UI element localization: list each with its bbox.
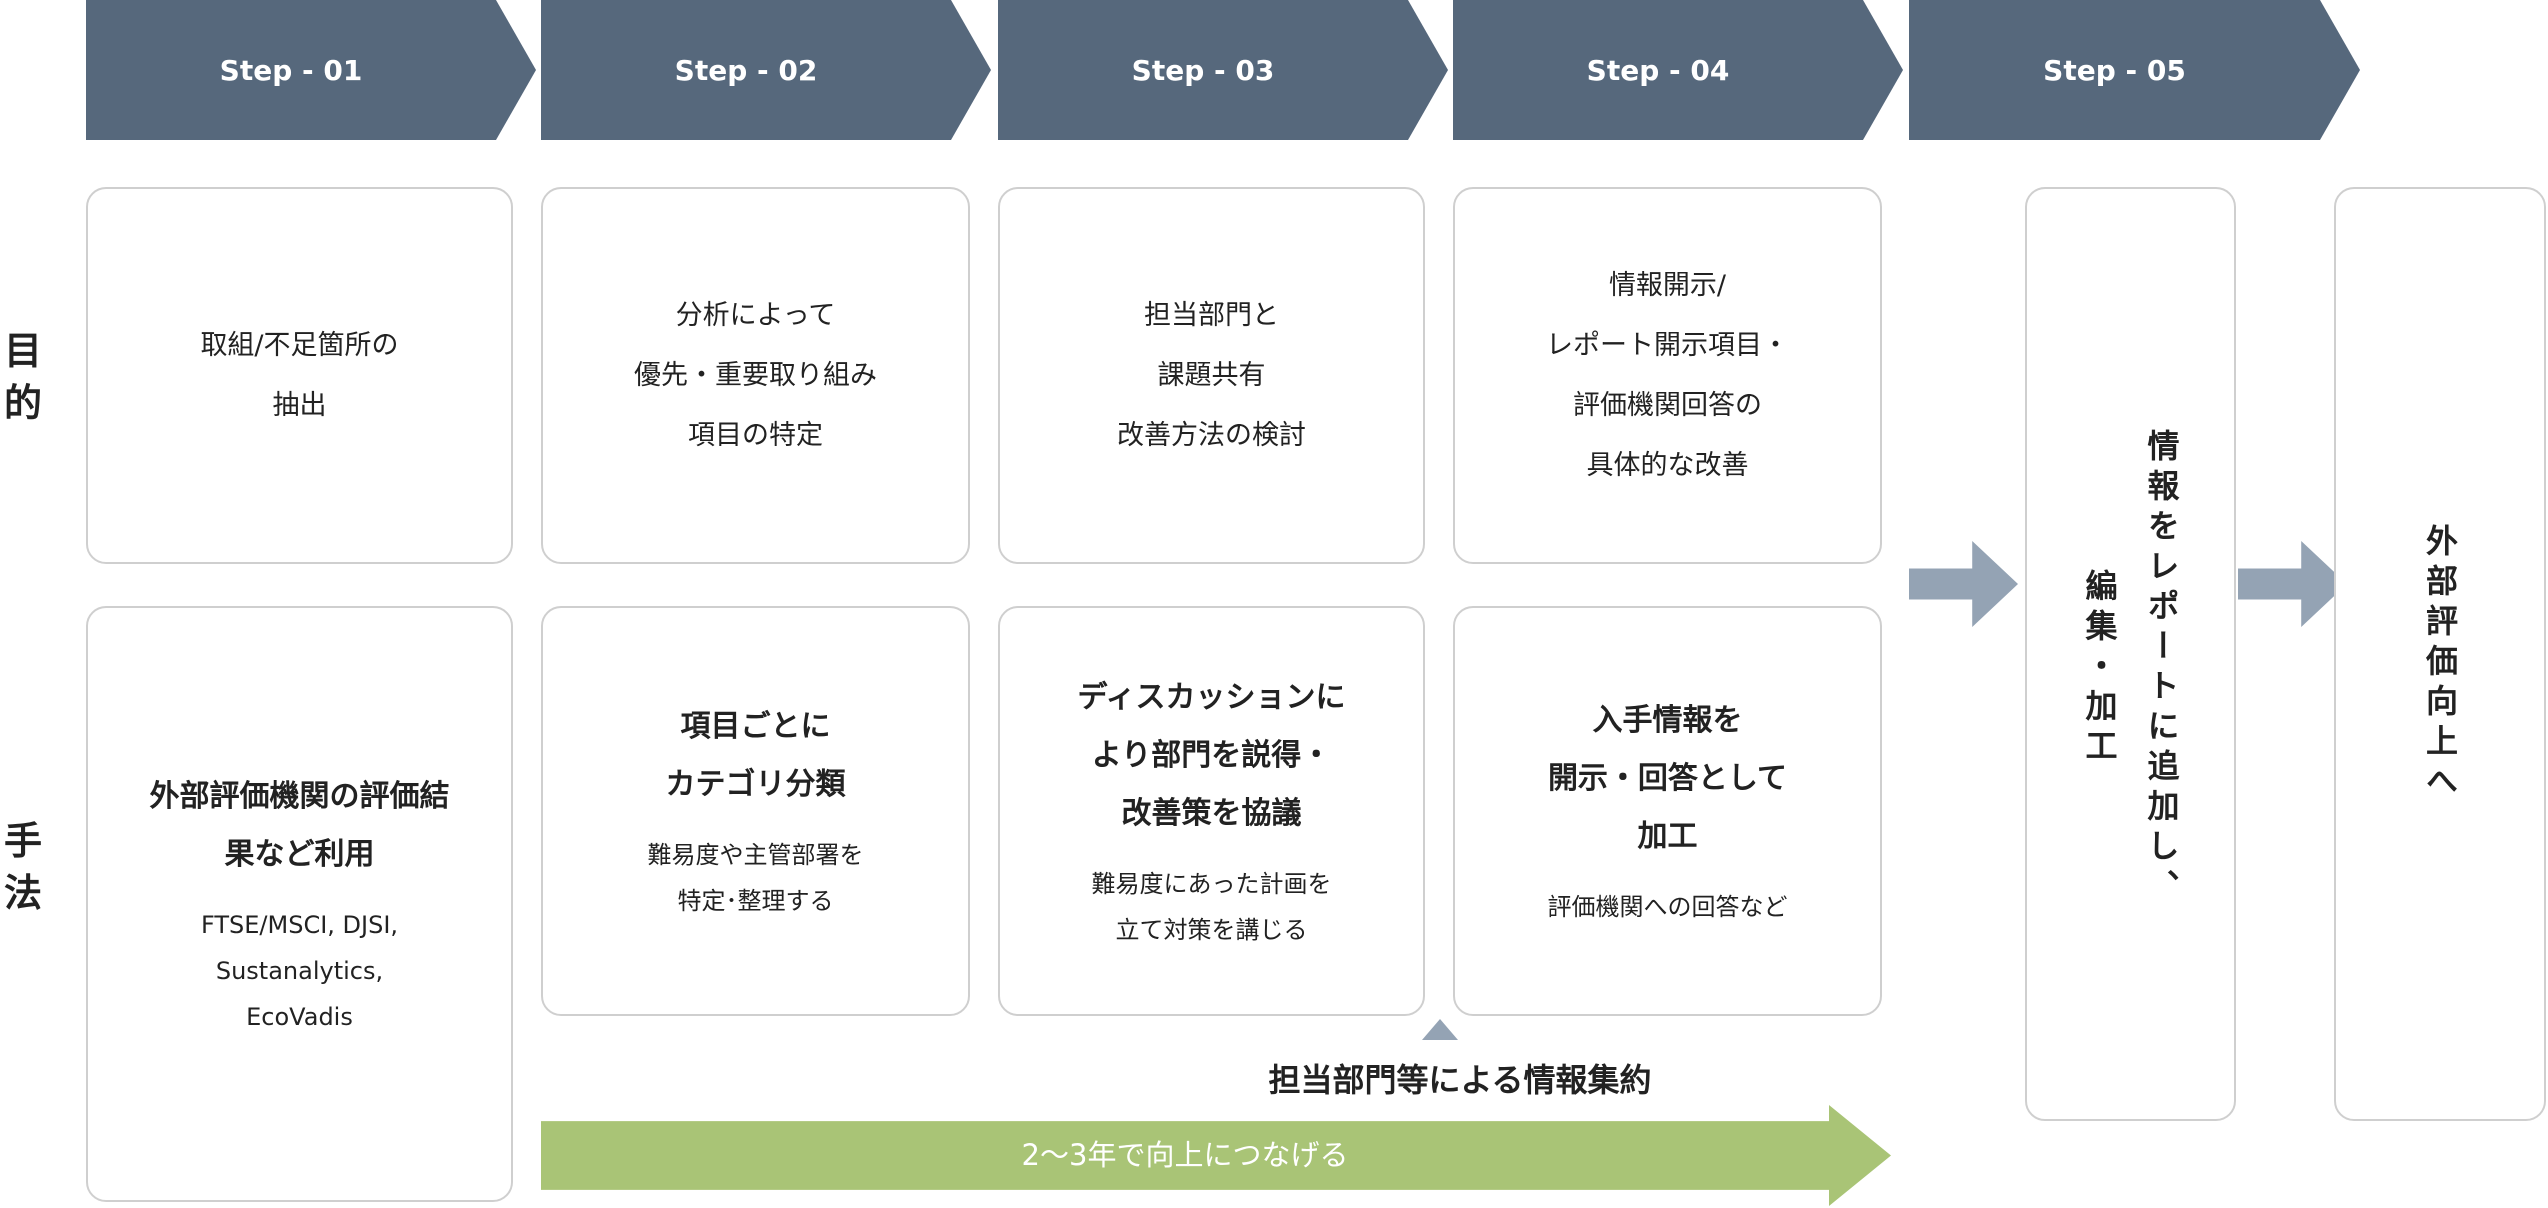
timeline-arrow: 2〜3年で向上につなげる	[541, 1105, 1891, 1206]
method-card-2: 項目ごとにカテゴリ分類 難易度や主管部署を特定･整理する	[541, 606, 970, 1016]
text-line: 入手情報を	[1592, 703, 1743, 738]
text-line: 抽出	[272, 389, 327, 421]
step-02-header: Step - 02	[541, 0, 991, 140]
text-line: 難易度や主管部署を	[647, 841, 864, 869]
text-line: 項目ごとに	[680, 709, 831, 744]
text-line: 外部評価機関の評価結	[149, 779, 450, 814]
purpose-card-4: 情報開示/レポート開示項目・評価機関回答の具体的な改善	[1453, 187, 1882, 564]
text-line: 特定･整理する	[677, 887, 834, 915]
text-line: 評価機関への回答など	[1547, 893, 1788, 921]
method-card-1: 外部評価機関の評価結果など利用 FTSE/MSCI, DJSI, Sustanal…	[86, 606, 513, 1202]
step-05-header: Step - 05	[1909, 0, 2360, 140]
purpose-card-1: 取組/不足箇所の抽出	[86, 187, 513, 564]
text-line: 果など利用	[224, 837, 375, 872]
text-line: 評価機関回答の	[1573, 389, 1762, 421]
triangle-up-icon	[1422, 1019, 1458, 1040]
text-line: 外部評価向上へ	[2421, 524, 2459, 804]
method-card-3: ディスカッションにより部門を説得・改善策を協議 難易度にあった計画を立て対策を講…	[998, 606, 1425, 1016]
text-line: 課題共有	[1157, 359, 1266, 391]
text-line: EcoVadis	[246, 1003, 353, 1031]
text-line: Sustanalytics,	[215, 957, 384, 985]
text-line: 取組/不足箇所の	[200, 329, 399, 361]
step-01-header: Step - 01	[86, 0, 536, 140]
text-line: 改善方法の検討	[1117, 419, 1306, 451]
final-card: 外部評価向上へ	[2334, 187, 2546, 1121]
text-line: 具体的な改善	[1586, 449, 1749, 481]
text-line: ディスカッションに	[1077, 680, 1346, 715]
step-03-header: Step - 03	[998, 0, 1448, 140]
arrow-right-icon	[1909, 541, 2018, 627]
purpose-card-3: 担当部門と課題共有改善方法の検討	[998, 187, 1425, 564]
text-line: 担当部門と	[1144, 299, 1279, 331]
text-line: 項目の特定	[688, 419, 823, 451]
text-line: 情報をレポートに追加し、	[2142, 429, 2181, 909]
text-line: 難易度にあった計画を	[1091, 870, 1332, 898]
purpose-card-2: 分析によって優先・重要取り組み項目の特定	[541, 187, 970, 564]
text-line: カテゴリ分類	[665, 767, 846, 802]
row-label-purpose: 目的	[4, 329, 43, 425]
timeline-label: 2〜3年で向上につなげる	[1021, 1138, 1349, 1172]
text-line: 立て対策を講じる	[1115, 916, 1308, 944]
text-line: 情報開示/	[1608, 269, 1727, 301]
text-line: より部門を説得・	[1091, 738, 1332, 773]
text-line: 改善策を協議	[1121, 796, 1302, 831]
collect-label: 担当部門等による情報集約	[1268, 1061, 1652, 1099]
text-line: 編集・加工	[2080, 569, 2119, 769]
text-line: 優先・重要取り組み	[634, 359, 877, 391]
text-line: 加工	[1637, 819, 1698, 854]
step-04-header: Step - 04	[1453, 0, 1903, 140]
arrow-right-icon	[2238, 541, 2347, 627]
text-line: 開示・回答として	[1547, 761, 1788, 796]
row-label-method: 手法	[4, 819, 43, 915]
text-line: レポート開示項目・	[1546, 329, 1789, 361]
step5-card: 情報をレポートに追加し、編集・加工	[2025, 187, 2236, 1121]
text-line: 分析によって	[675, 299, 836, 331]
method-card-4: 入手情報を開示・回答として加工 評価機関への回答など	[1453, 606, 1882, 1016]
text-line: FTSE/MSCI, DJSI,	[200, 911, 399, 939]
